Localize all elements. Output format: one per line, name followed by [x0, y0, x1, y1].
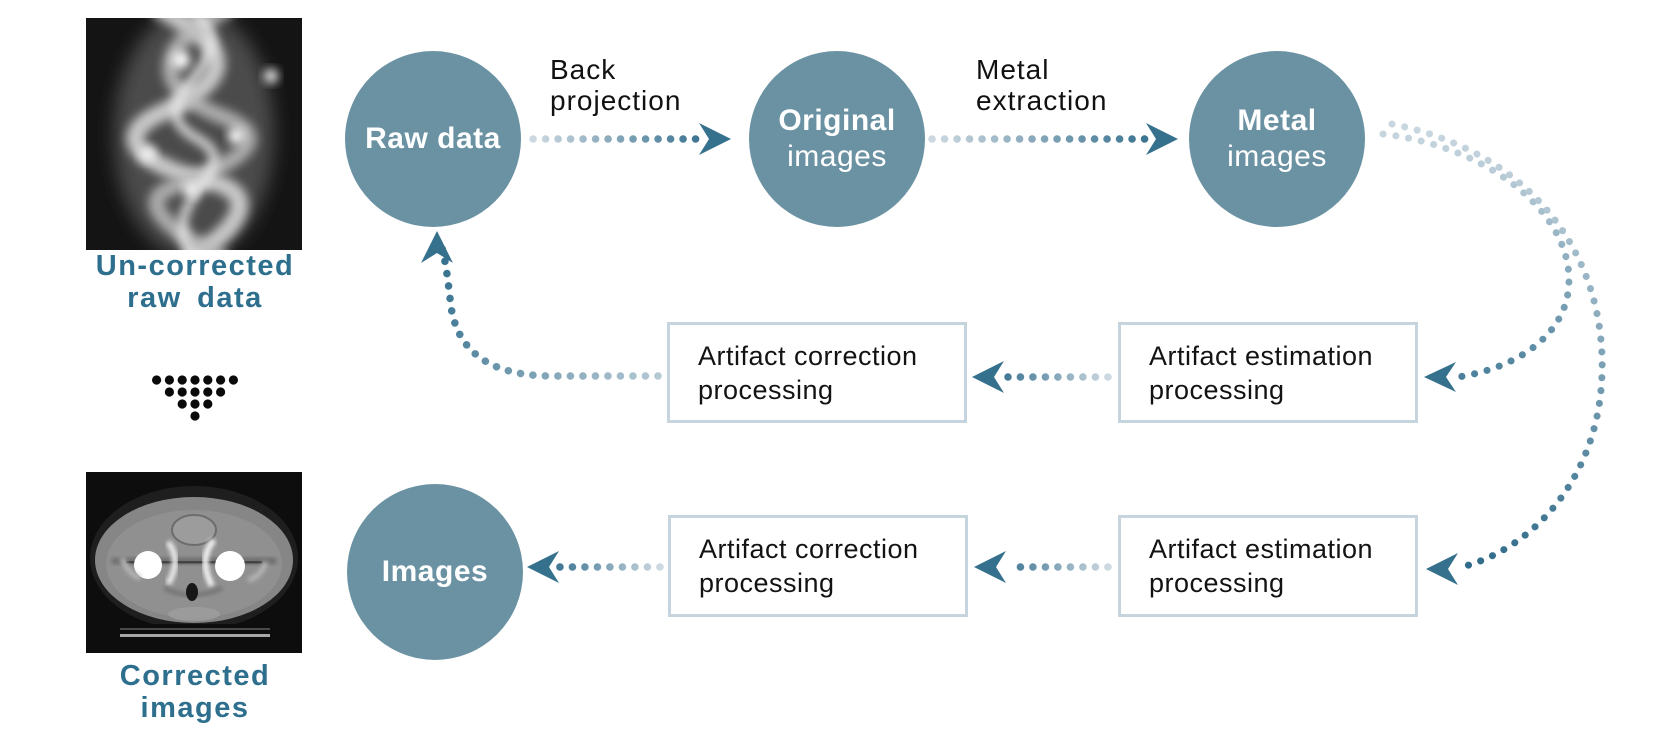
arrowhead-metal-to-estimation-mid-icon [1424, 362, 1456, 392]
box-artifact-estimation-mid-line2: processing [1149, 374, 1285, 405]
corrected-ct-image [86, 472, 302, 653]
dotted-triangle-down-icon [152, 375, 238, 421]
box-artifact-estimation-mid: Artifact estimation processing [1118, 322, 1418, 423]
node-raw-data-label: Raw data [365, 122, 501, 155]
box-artifact-correction-bottom: Artifact correction processing [668, 515, 968, 617]
edge-label-back-projection: Back projection [550, 54, 681, 116]
arrowhead-metal-to-estimation-bottom-icon [1426, 553, 1458, 585]
edge-label-metal-extraction: Metal extraction [976, 54, 1107, 116]
box-artifact-correction-bottom-line1: Artifact correction [699, 534, 919, 564]
node-metal-images-label2: images [1227, 140, 1327, 173]
uncorrected-label-line2: raw data [127, 282, 263, 314]
node-metal-images: Metal images [1189, 51, 1365, 227]
node-original-images: Original images [749, 51, 925, 227]
box-artifact-estimation-mid-line1: Artifact estimation [1149, 340, 1374, 371]
uncorrected-raw-data-image [86, 18, 302, 250]
box-artifact-estimation-bottom: Artifact estimation processing [1118, 515, 1418, 617]
box-artifact-estimation-bottom-line2: processing [1149, 568, 1285, 598]
arrowhead-correction-to-raw-icon [421, 231, 453, 263]
arrow-correction-to-raw [438, 244, 662, 380]
metal-extraction-line2: extraction [976, 85, 1108, 116]
corrected-images-label: Corrected images [60, 660, 330, 724]
back-projection-line2: projection [550, 85, 682, 116]
arrowhead-estimation-to-correction-mid-icon [972, 361, 1004, 393]
arrowhead-raw-to-original-icon [699, 123, 731, 155]
arrow-metal-to-estimation-mid [1379, 130, 1573, 381]
node-original-images-label: Original [778, 104, 896, 137]
corrected-label-line2: images [140, 692, 250, 724]
metal-extraction-line1: Metal [976, 54, 1050, 85]
uncorrected-label-line1: Un-corrected [95, 250, 295, 282]
back-projection-line1: Back [550, 54, 617, 85]
node-images-label: Images [381, 555, 489, 588]
arrowhead-correction-to-images-icon [527, 551, 559, 583]
node-original-images-label2: images [787, 140, 887, 173]
box-artifact-estimation-bottom-line1: Artifact estimation [1149, 534, 1374, 564]
arrowhead-original-to-metal-icon [1146, 123, 1178, 155]
box-artifact-correction-bottom-line2: processing [699, 568, 835, 598]
node-images: Images [347, 484, 523, 660]
arrowhead-estimation-to-correction-bottom-icon [974, 551, 1006, 583]
box-artifact-correction-mid-line1: Artifact correction [698, 340, 918, 371]
arrow-metal-to-estimation-bottom [1388, 120, 1606, 571]
uncorrected-raw-data-label: Un-corrected raw data [60, 250, 330, 314]
box-artifact-correction-mid-line2: processing [698, 374, 834, 405]
node-raw-data: Raw data [345, 51, 521, 227]
box-artifact-correction-mid: Artifact correction processing [667, 322, 967, 423]
node-metal-images-label: Metal [1237, 104, 1317, 137]
corrected-label-line1: Corrected [119, 660, 271, 692]
